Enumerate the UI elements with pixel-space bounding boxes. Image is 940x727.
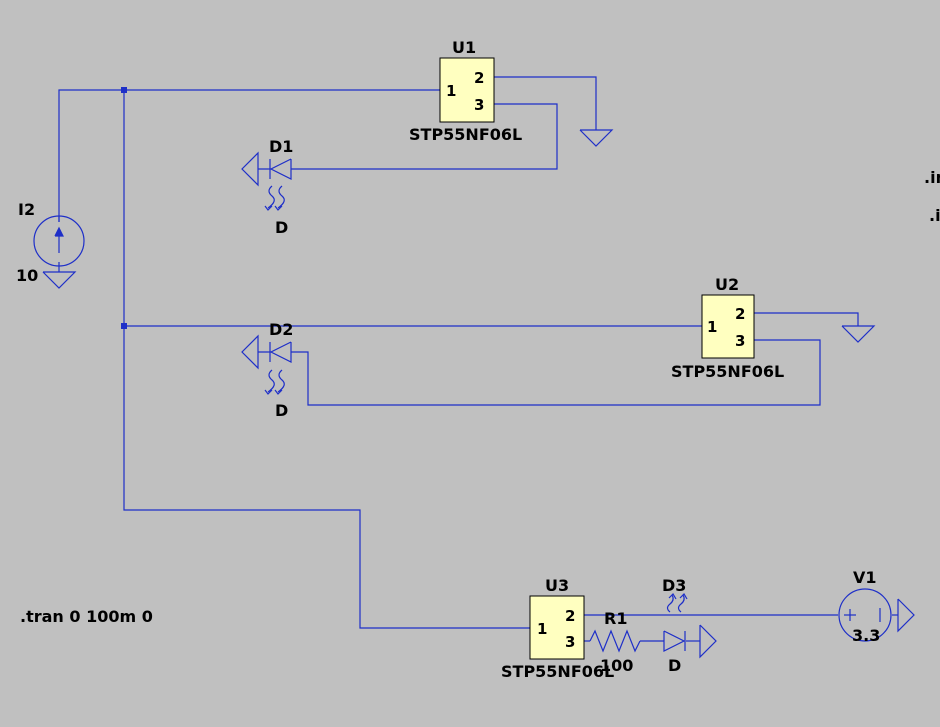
ref-label-u2: U2: [715, 275, 739, 294]
wire-i2-top[interactable]: [58, 89, 440, 222]
model-label-d3: D: [668, 656, 681, 675]
directive-cut-1[interactable]: .in: [924, 168, 940, 187]
ref-label-u1: U1: [452, 38, 476, 57]
junction-dot: [121, 323, 127, 329]
pin-label: 3: [474, 96, 484, 114]
ref-label-r1: R1: [604, 609, 627, 628]
ground-symbol[interactable]: [699, 624, 717, 659]
led-d3[interactable]: [663, 593, 688, 652]
value-label-i2: 10: [16, 266, 38, 285]
wires: [58, 76, 898, 642]
ref-label-v1: V1: [853, 568, 877, 587]
led-d2[interactable]: [264, 341, 292, 395]
ref-label-i2: I2: [18, 200, 35, 219]
part-label-u1: STP55NF06L: [409, 125, 522, 144]
wire-u2-pin3-d2[interactable]: [291, 339, 821, 406]
voltage-source-v1[interactable]: [838, 588, 892, 642]
junction-dot: [121, 87, 127, 93]
pin-label: 3: [565, 633, 575, 651]
directive-cut-2[interactable]: .i: [929, 206, 940, 225]
ic-u3[interactable]: 1 2 3: [529, 595, 585, 660]
ic-u2[interactable]: 1 2 3: [701, 294, 755, 359]
current-source-i2[interactable]: [33, 215, 85, 267]
ref-label-d3: D3: [662, 576, 686, 595]
light-emission-icon: [267, 369, 285, 393]
ref-label-d1: D1: [269, 137, 293, 156]
pin-label: 1: [446, 82, 456, 100]
tran-directive[interactable]: .tran 0 100m 0: [20, 607, 153, 626]
light-emission-icon: [666, 594, 685, 613]
pin-label: 3: [735, 332, 745, 350]
ground-symbol[interactable]: [241, 334, 268, 370]
light-emission-icon: [267, 185, 285, 209]
wire-u1-pin2-gnd[interactable]: [494, 76, 597, 130]
value-label-r1: 100: [600, 656, 633, 675]
pin-label: 2: [735, 305, 745, 323]
ground-symbol[interactable]: [42, 262, 77, 289]
resistor-r1[interactable]: [589, 629, 641, 653]
ref-label-u3: U3: [545, 576, 569, 595]
pin-label: 1: [707, 318, 717, 336]
part-label-u3: STP55NF06L: [501, 662, 614, 681]
model-label-d1: D: [275, 218, 288, 237]
value-label-v1: 3.3: [852, 626, 880, 645]
part-label-u2: STP55NF06L: [671, 362, 784, 381]
ground-symbol[interactable]: [841, 325, 876, 343]
ground-symbol[interactable]: [579, 129, 614, 147]
wire-left-bus[interactable]: [123, 90, 530, 629]
wire-u2-pin2-gnd[interactable]: [754, 312, 859, 326]
led-d1[interactable]: [264, 158, 292, 211]
model-label-d2: D: [275, 401, 288, 420]
ic-u1[interactable]: 1 2 3: [439, 57, 495, 123]
ground-symbol[interactable]: [897, 598, 915, 633]
ground-symbol[interactable]: [241, 151, 268, 187]
ref-label-d2: D2: [269, 320, 293, 339]
pin-label: 2: [474, 69, 484, 87]
pin-label: 2: [565, 607, 575, 625]
wire-u1-pin3-d1[interactable]: [291, 103, 558, 170]
pin-label: 1: [537, 620, 547, 638]
